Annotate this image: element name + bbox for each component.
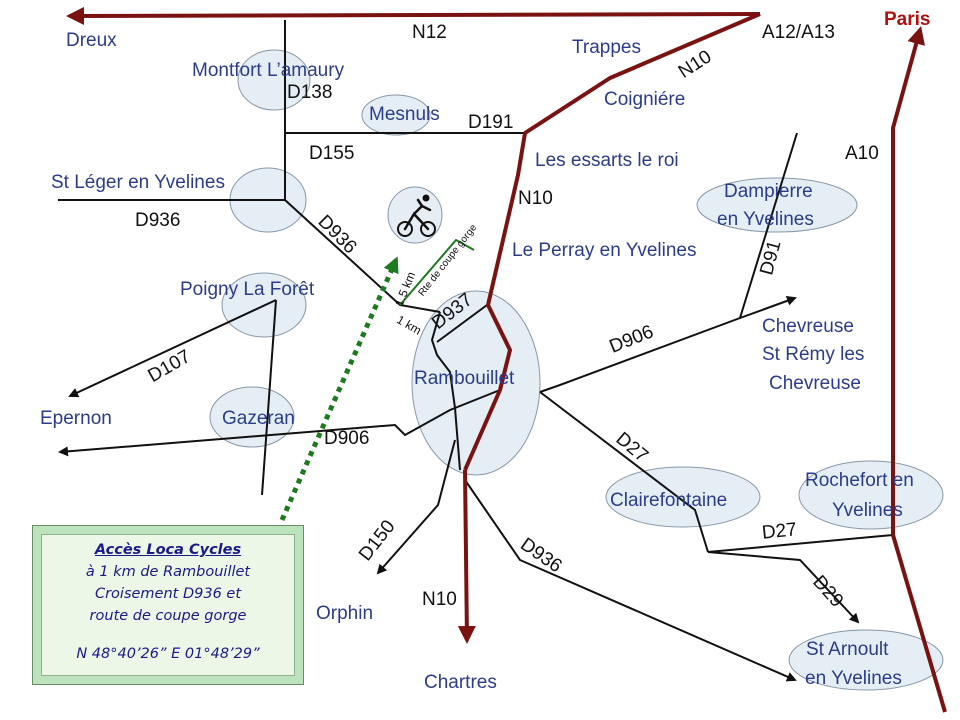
place-rochefort-1: Rochefort en [805,470,914,491]
access-line-3: route de coupe gorge [89,608,247,624]
town-circles [209,49,944,691]
place-paris: Paris [884,9,931,30]
place-dampierre-2: en Yvelines [717,209,814,230]
place-rambouillet: Rambouillet [414,368,515,389]
place-epernon: Epernon [40,408,112,429]
road-n12 [66,6,761,25]
access-line-1: à 1 km de Rambouillet [85,564,251,580]
place-dampierre-1: Dampierre [724,181,813,202]
major-roads [66,6,947,713]
coupe-gorge-road [399,238,475,306]
place-le-perray: Le Perray en Yvelines [512,240,697,261]
access-dotted-route [279,256,399,522]
town-circle-dampierre [696,177,858,233]
place-chartres: Chartres [424,672,497,693]
road-label-d27-east: D27 [760,519,798,544]
place-trappes: Trappes [572,37,641,58]
town-circle-rochefort [798,460,944,530]
place-st-leger: St Léger en Yvelines [51,172,225,193]
place-st-remy-1: St Rémy les [762,344,865,365]
road-label-d906-west: D906 [324,428,370,449]
road-d91 [739,132,798,319]
road-label-d191: D191 [468,112,514,133]
town-circle-mesnuls [361,94,431,136]
place-chevreuse: Chevreuse [762,316,854,337]
place-gazeran: Gazeran [222,408,295,429]
road-d906-west [58,389,501,457]
town-circle-montfort [237,49,311,111]
road-d27-east [707,534,894,553]
road-rambouillet-inner [430,311,461,471]
access-line-2: Croisement D936 et [94,586,242,602]
road-n10-south [457,469,476,644]
place-mesnuls: Mesnuls [369,104,440,125]
access-coordinates: N 48°40’26” E 01°48’29” [76,646,260,662]
road-label-d155: D155 [309,143,355,164]
place-dreux: Dreux [66,30,117,51]
cyclist-icon [387,186,443,244]
road-poigny-gazeran [261,299,277,496]
place-rochefort-2: Yvelines [832,500,903,521]
road-label-a12-a13: A12/A13 [762,22,835,43]
place-coigniere: Coigniére [604,89,686,110]
access-info-panel: Accès Loca Cycles à 1 km de Rambouillet … [41,534,295,676]
town-circle-st-arnoult [788,629,944,691]
access-title: Accès Loca Cycles [94,542,242,558]
place-les-essarts: Les essarts le roi [535,150,679,171]
road-d906-east [539,296,797,393]
road-d937 [436,304,488,343]
town-circle-gazeran [209,386,295,448]
road-label-n10-south: N10 [422,589,457,610]
road-d936-south [464,479,797,682]
place-st-arnoult-1: St Arnoult [806,639,889,660]
road-d27-diag [539,391,709,553]
place-st-remy-2: Chevreuse [769,373,861,394]
road-label-n10-mid: N10 [518,188,553,209]
road-a10 [891,26,947,713]
road-d107 [68,299,277,398]
place-montfort: Montfort L’amaury [192,60,345,81]
town-circle-clairefontaine [605,466,761,528]
road-label-d138: D138 [287,82,333,103]
road-d150 [376,439,456,575]
road-label-d936-west: D936 [135,210,181,231]
road-label-a10: A10 [845,143,879,164]
road-n10-north [463,12,761,471]
place-orphin: Orphin [316,603,374,624]
access-route [279,238,475,522]
place-st-arnoult-2: en Yvelines [805,668,902,689]
access-info-box: Accès Loca Cycles à 1 km de Rambouillet … [32,525,304,685]
place-clairefontaine: Clairefontaine [610,490,728,511]
road-label-n12: N12 [412,22,447,43]
place-poigny: Poigny La Forêt [180,279,315,300]
road-d29 [707,551,860,624]
